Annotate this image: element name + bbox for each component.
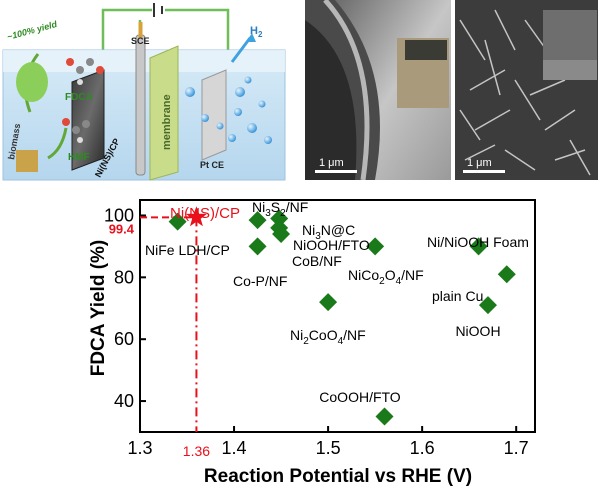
data-point-label: CoB/NF: [292, 253, 342, 269]
x-tick-label: 1.5: [316, 438, 341, 458]
highlight-star-marker: [186, 206, 207, 227]
fdca-molecule-icon: [66, 58, 104, 85]
x-tick-label: 1.6: [410, 438, 435, 458]
highlight-x-value: 1.36: [183, 443, 210, 459]
data-point-marker: [272, 225, 291, 244]
data-point-label: Ni3N@C: [302, 222, 355, 242]
x-axis-title: Reaction Potential vs RHE (V): [204, 466, 472, 487]
h2-bubbles: [185, 76, 272, 144]
anode-sheet: [71, 69, 105, 171]
data-point-label: NiOOH/FTO: [293, 237, 370, 253]
electrolysis-schematic: membrane SCE Ni(NS)/CP Pt CE H2 ~100% yi…: [2, 3, 286, 181]
data-point-label: Ni2CoO4/NF: [290, 327, 366, 347]
hmf-label: HMF: [68, 152, 90, 163]
data-point-label: plain Cu: [432, 288, 483, 304]
data-point-label: Ni3S2/NF: [252, 199, 308, 219]
biomass-icon: [16, 150, 38, 172]
scale-label-2: 1 μm: [467, 157, 492, 169]
data-point-marker: [478, 296, 497, 315]
yield-droplet: [16, 62, 48, 102]
yield-label: ~100% yield: [6, 19, 59, 42]
x-tick-label: 1.3: [127, 438, 152, 458]
y-tick-label: 80: [114, 267, 134, 287]
fdca-label: FDCA: [65, 92, 93, 103]
data-point-marker: [248, 237, 267, 256]
y-tick-label: 100: [104, 205, 134, 225]
y-axis-title: FDCA Yield (%): [88, 240, 109, 377]
scale-bar-2: [463, 170, 505, 173]
membrane: [149, 45, 179, 181]
highlight-y-value: 99.4: [109, 221, 135, 236]
scale-bar-1: [315, 170, 357, 173]
plot-frame: [139, 199, 536, 433]
data-point-marker: [497, 265, 516, 284]
h2-label: H2: [250, 25, 263, 39]
data-point-marker: [375, 407, 394, 426]
x-tick-label: 1.4: [222, 438, 247, 458]
y-tick-label: 40: [114, 391, 134, 411]
fdca-yield-chart: 1.3 1.4 1.5 1.6 1.7 40 60 80 100 99.4 1.36 NiFe …: [88, 199, 536, 487]
sem-image-2: 1 μm: [455, 0, 598, 180]
data-point-marker: [270, 209, 289, 228]
data-point-marker: [319, 293, 338, 312]
data-point-label: Ni/NiOOH Foam: [427, 234, 529, 250]
battery-icon: [153, 3, 163, 17]
sem-image-1: 1 μm: [305, 0, 451, 180]
cathode-label: Pt CE: [200, 160, 224, 170]
data-point-label: NiFe LDH/CP: [145, 242, 230, 258]
data-point-label: CoOOH/FTO: [319, 389, 401, 405]
hmf-molecule-icon: [62, 118, 90, 143]
data-point-label: NiCo2O4/NF: [348, 267, 424, 287]
y-tick-label: 60: [114, 329, 134, 349]
data-point-marker: [248, 211, 267, 230]
data-point-marker: [469, 237, 488, 256]
sce-electrode: [135, 34, 146, 176]
data-point-label: Co-P/NF: [233, 273, 287, 289]
cathode-sheet: [201, 69, 227, 161]
scale-label-1: 1 μm: [319, 157, 344, 169]
x-tick-label: 1.7: [504, 438, 529, 458]
data-point-marker: [366, 237, 385, 256]
data-point-label: NiOOH: [455, 323, 500, 339]
membrane-label: membrane: [161, 94, 173, 150]
highlight-label: Ni(NS)/CP: [170, 205, 240, 222]
sce-label: SCE: [131, 36, 150, 46]
data-point-marker: [168, 212, 187, 231]
